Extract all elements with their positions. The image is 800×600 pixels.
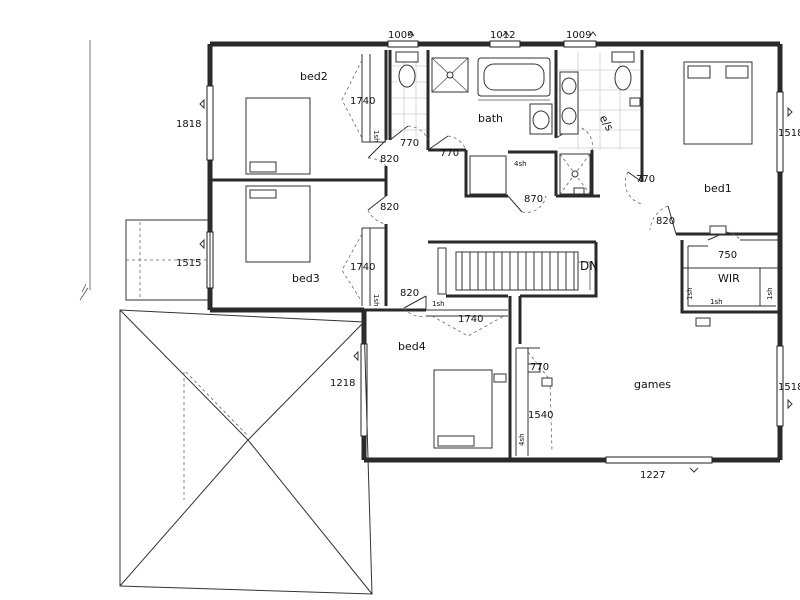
dim-door-bed1: 820 [656, 216, 675, 227]
dim-door-bed2: 820 [380, 154, 399, 165]
bed-bed2 [245, 97, 311, 175]
dim-door-bed4: 820 [400, 288, 419, 299]
dim-games-770: 770 [530, 362, 549, 373]
window-top-b [489, 40, 521, 48]
bath-cabinet [469, 155, 507, 195]
dim-door-bed3: 820 [380, 202, 399, 213]
shelf-labels: 1sh 1sh 1sh 4sh 1sh 1sh 1sh 4sh [372, 130, 774, 446]
dim-top-b: 1012 [490, 30, 515, 41]
interior-walls [210, 50, 780, 460]
wardrobe-door-swings [341, 59, 553, 453]
dim-1515: 1515 [176, 258, 201, 269]
shelf-bed4: 1sh [432, 300, 445, 308]
dim-1227: 1227 [640, 470, 665, 481]
bed-bed3 [245, 185, 311, 263]
room-labels: bed2 bed3 bed4 bath e/s bed1 WIR games D… [292, 70, 740, 391]
shelf-hall: 4sh [518, 433, 526, 446]
dim-bed2-wardrobe: 1740 [350, 96, 375, 107]
label-games: games [634, 378, 671, 391]
dim-wir-door: 750 [718, 250, 737, 261]
dim-games-1540: 1540 [528, 410, 553, 421]
beds [245, 61, 753, 449]
label-bath: bath [478, 112, 503, 125]
toilet-ensuite-icon [614, 65, 632, 91]
dimension-labels: 1818 1515 1218 1227 1518 1518 1009 1012 … [176, 30, 800, 481]
window-top-a [387, 40, 419, 48]
dim-bed3-wardrobe: 1740 [350, 262, 375, 273]
label-wir: WIR [718, 272, 740, 285]
window-markers [199, 31, 793, 473]
bathtub [477, 57, 551, 97]
dim-door-linen: 870 [524, 194, 543, 205]
dim-door-es: 770 [636, 174, 655, 185]
bed-bed1 [683, 61, 753, 145]
shelf-bed2: 1sh [372, 130, 380, 143]
window-bed2 [206, 85, 214, 161]
dim-door-bath-a: 770 [400, 138, 419, 149]
sheet-mark [79, 283, 89, 301]
window-games-bottom [605, 456, 713, 464]
shelf-wir-b: 1sh [710, 298, 723, 306]
staircase [437, 247, 591, 295]
dim-top-c: 1009 [566, 30, 591, 41]
window-bed4 [360, 343, 368, 437]
label-bed3: bed3 [292, 272, 320, 285]
roof-outline [119, 219, 373, 595]
bed-bed4 [433, 369, 493, 449]
dim-1518-bottom: 1518 [778, 382, 800, 393]
dim-door-bath-b: 770 [440, 148, 459, 159]
shelf-wir-c: 1sh [766, 287, 774, 300]
label-ensuite: e/s [597, 113, 616, 134]
shelf-linen: 4sh [514, 160, 527, 168]
window-bed1 [776, 91, 784, 173]
dim-1518-top: 1518 [778, 128, 800, 139]
label-bed2: bed2 [300, 70, 328, 83]
door-swings [367, 125, 741, 317]
window-games [776, 345, 784, 427]
label-bed1: bed1 [704, 182, 732, 195]
shelf-wir-a: 1sh [686, 287, 694, 300]
toilet-icon [398, 64, 416, 88]
window-top-c [563, 40, 597, 48]
label-bed4: bed4 [398, 340, 426, 353]
wet-area-tiles [392, 52, 640, 150]
dim-bed4-wardrobe: 1740 [458, 314, 483, 325]
dim-1218: 1218 [330, 378, 355, 389]
label-stairs-down: DN [580, 259, 598, 273]
toilet-cistern [395, 51, 419, 63]
dim-top-a: 1009 [388, 30, 413, 41]
shelf-bed3: 1sh [372, 294, 380, 307]
dim-1818: 1818 [176, 119, 201, 130]
fixtures [291, 51, 727, 387]
